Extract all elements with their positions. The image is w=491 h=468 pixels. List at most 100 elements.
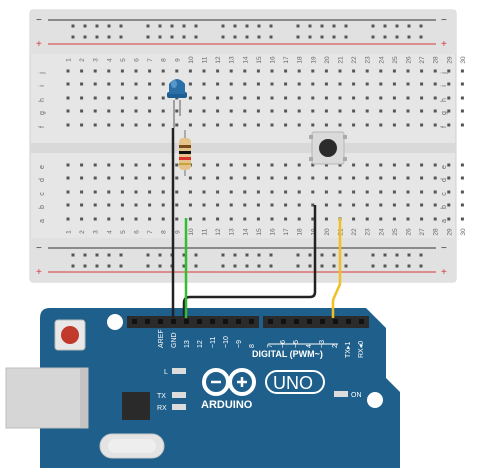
rail-hole[interactable] xyxy=(194,264,198,268)
rail-hole[interactable] xyxy=(320,264,324,268)
breadboard-hole[interactable] xyxy=(107,176,111,180)
rail-hole[interactable] xyxy=(146,253,150,257)
breadboard-hole[interactable] xyxy=(447,203,451,207)
breadboard-hole[interactable] xyxy=(161,217,165,221)
rail-hole[interactable] xyxy=(119,24,123,28)
breadboard-hole[interactable] xyxy=(324,190,328,194)
breadboard-hole[interactable] xyxy=(243,217,247,221)
breadboard-hole[interactable] xyxy=(270,176,274,180)
breadboard-hole[interactable] xyxy=(352,217,356,221)
breadboard-hole[interactable] xyxy=(66,176,70,180)
breadboard-hole[interactable] xyxy=(216,217,220,221)
breadboard-hole[interactable] xyxy=(406,123,410,127)
breadboard-hole[interactable] xyxy=(107,109,111,113)
rail-hole[interactable] xyxy=(194,24,198,28)
breadboard-hole[interactable] xyxy=(420,96,424,100)
rail-hole[interactable] xyxy=(407,264,411,268)
breadboard-hole[interactable] xyxy=(311,96,315,100)
rail-hole[interactable] xyxy=(170,35,174,39)
breadboard-hole[interactable] xyxy=(229,69,233,73)
breadboard-hole[interactable] xyxy=(256,163,260,167)
breadboard-hole[interactable] xyxy=(311,109,315,113)
breadboard-hole[interactable] xyxy=(352,203,356,207)
breadboard-hole[interactable] xyxy=(447,217,451,221)
breadboard-hole[interactable] xyxy=(406,217,410,221)
breadboard-hole[interactable] xyxy=(379,96,383,100)
breadboard-hole[interactable] xyxy=(447,163,451,167)
breadboard-hole[interactable] xyxy=(148,190,152,194)
breadboard-hole[interactable] xyxy=(365,123,369,127)
breadboard-hole[interactable] xyxy=(229,163,233,167)
breadboard-hole[interactable] xyxy=(188,176,192,180)
rail-hole[interactable] xyxy=(296,264,300,268)
rail-hole[interactable] xyxy=(146,24,150,28)
breadboard-hole[interactable] xyxy=(284,109,288,113)
breadboard-hole[interactable] xyxy=(460,96,464,100)
rail-hole[interactable] xyxy=(371,253,375,257)
breadboard-hole[interactable] xyxy=(107,69,111,73)
breadboard-hole[interactable] xyxy=(216,123,220,127)
breadboard-hole[interactable] xyxy=(161,96,165,100)
rail-hole[interactable] xyxy=(233,24,237,28)
breadboard-hole[interactable] xyxy=(365,69,369,73)
rail-hole[interactable] xyxy=(146,264,150,268)
rail-hole[interactable] xyxy=(71,24,75,28)
breadboard-hole[interactable] xyxy=(297,176,301,180)
rail-hole[interactable] xyxy=(395,253,399,257)
rail-hole[interactable] xyxy=(419,35,423,39)
breadboard-hole[interactable] xyxy=(216,203,220,207)
rail-hole[interactable] xyxy=(332,24,336,28)
breadboard-hole[interactable] xyxy=(134,203,138,207)
breadboard-hole[interactable] xyxy=(161,163,165,167)
rail-hole[interactable] xyxy=(158,264,162,268)
breadboard-hole[interactable] xyxy=(311,190,315,194)
rail-hole[interactable] xyxy=(257,24,261,28)
breadboard-hole[interactable] xyxy=(352,123,356,127)
rail-hole[interactable] xyxy=(269,35,273,39)
rail-hole[interactable] xyxy=(257,264,261,268)
breadboard-hole[interactable] xyxy=(379,163,383,167)
breadboard-hole[interactable] xyxy=(134,163,138,167)
header-pin[interactable] xyxy=(346,319,351,324)
rail-hole[interactable] xyxy=(194,35,198,39)
breadboard-hole[interactable] xyxy=(229,203,233,207)
breadboard-hole[interactable] xyxy=(460,190,464,194)
breadboard-hole[interactable] xyxy=(365,190,369,194)
breadboard-hole[interactable] xyxy=(148,203,152,207)
breadboard-hole[interactable] xyxy=(284,69,288,73)
rail-hole[interactable] xyxy=(95,264,99,268)
header-pin[interactable] xyxy=(294,319,299,324)
breadboard-hole[interactable] xyxy=(379,123,383,127)
breadboard-hole[interactable] xyxy=(460,163,464,167)
rail-hole[interactable] xyxy=(371,264,375,268)
breadboard-hole[interactable] xyxy=(107,190,111,194)
breadboard-hole[interactable] xyxy=(447,176,451,180)
breadboard-hole[interactable] xyxy=(134,69,138,73)
breadboard-hole[interactable] xyxy=(270,109,274,113)
breadboard-hole[interactable] xyxy=(352,190,356,194)
breadboard-hole[interactable] xyxy=(66,163,70,167)
breadboard-hole[interactable] xyxy=(161,82,165,86)
header-pin[interactable] xyxy=(333,319,338,324)
rail-hole[interactable] xyxy=(221,253,225,257)
breadboard-hole[interactable] xyxy=(120,96,124,100)
rail-hole[interactable] xyxy=(95,253,99,257)
rail-hole[interactable] xyxy=(221,264,225,268)
breadboard-hole[interactable] xyxy=(338,123,342,127)
breadboard-hole[interactable] xyxy=(420,163,424,167)
breadboard-hole[interactable] xyxy=(324,109,328,113)
rail-hole[interactable] xyxy=(344,24,348,28)
breadboard-hole[interactable] xyxy=(447,96,451,100)
breadboard-hole[interactable] xyxy=(80,217,84,221)
breadboard-hole[interactable] xyxy=(243,69,247,73)
breadboard-hole[interactable] xyxy=(188,190,192,194)
rail-hole[interactable] xyxy=(182,24,186,28)
breadboard-hole[interactable] xyxy=(93,217,97,221)
breadboard-hole[interactable] xyxy=(93,69,97,73)
rail-hole[interactable] xyxy=(95,35,99,39)
breadboard-hole[interactable] xyxy=(297,82,301,86)
breadboard-hole[interactable] xyxy=(120,190,124,194)
breadboard-hole[interactable] xyxy=(202,217,206,221)
breadboard-hole[interactable] xyxy=(284,96,288,100)
breadboard-hole[interactable] xyxy=(134,217,138,221)
